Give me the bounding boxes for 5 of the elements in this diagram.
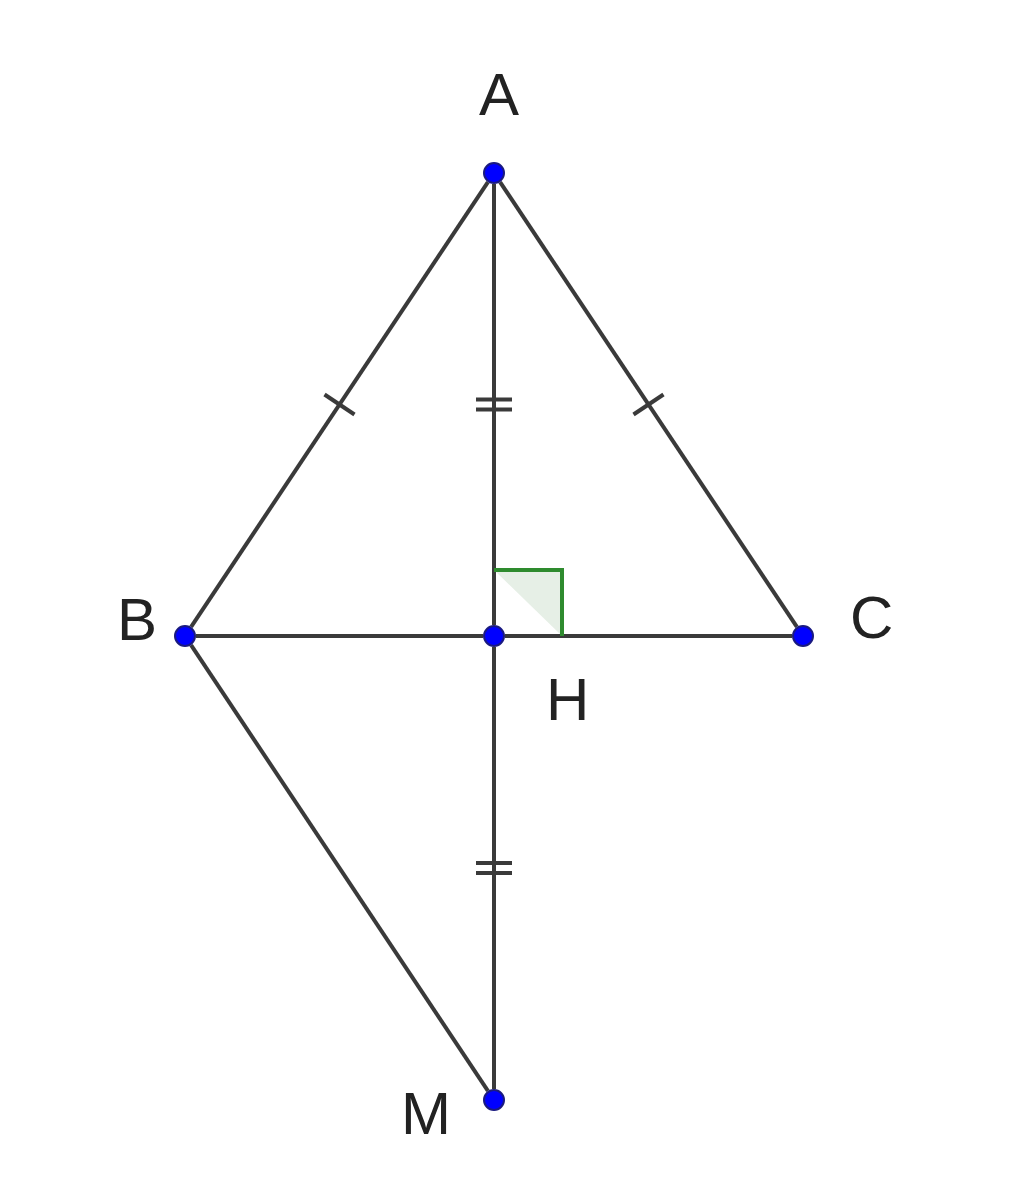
point-label: M [401, 1084, 451, 1144]
point-label: A [479, 65, 520, 125]
point-label: C [850, 588, 894, 648]
point-label: B [117, 590, 158, 650]
point-label: H [546, 670, 590, 730]
